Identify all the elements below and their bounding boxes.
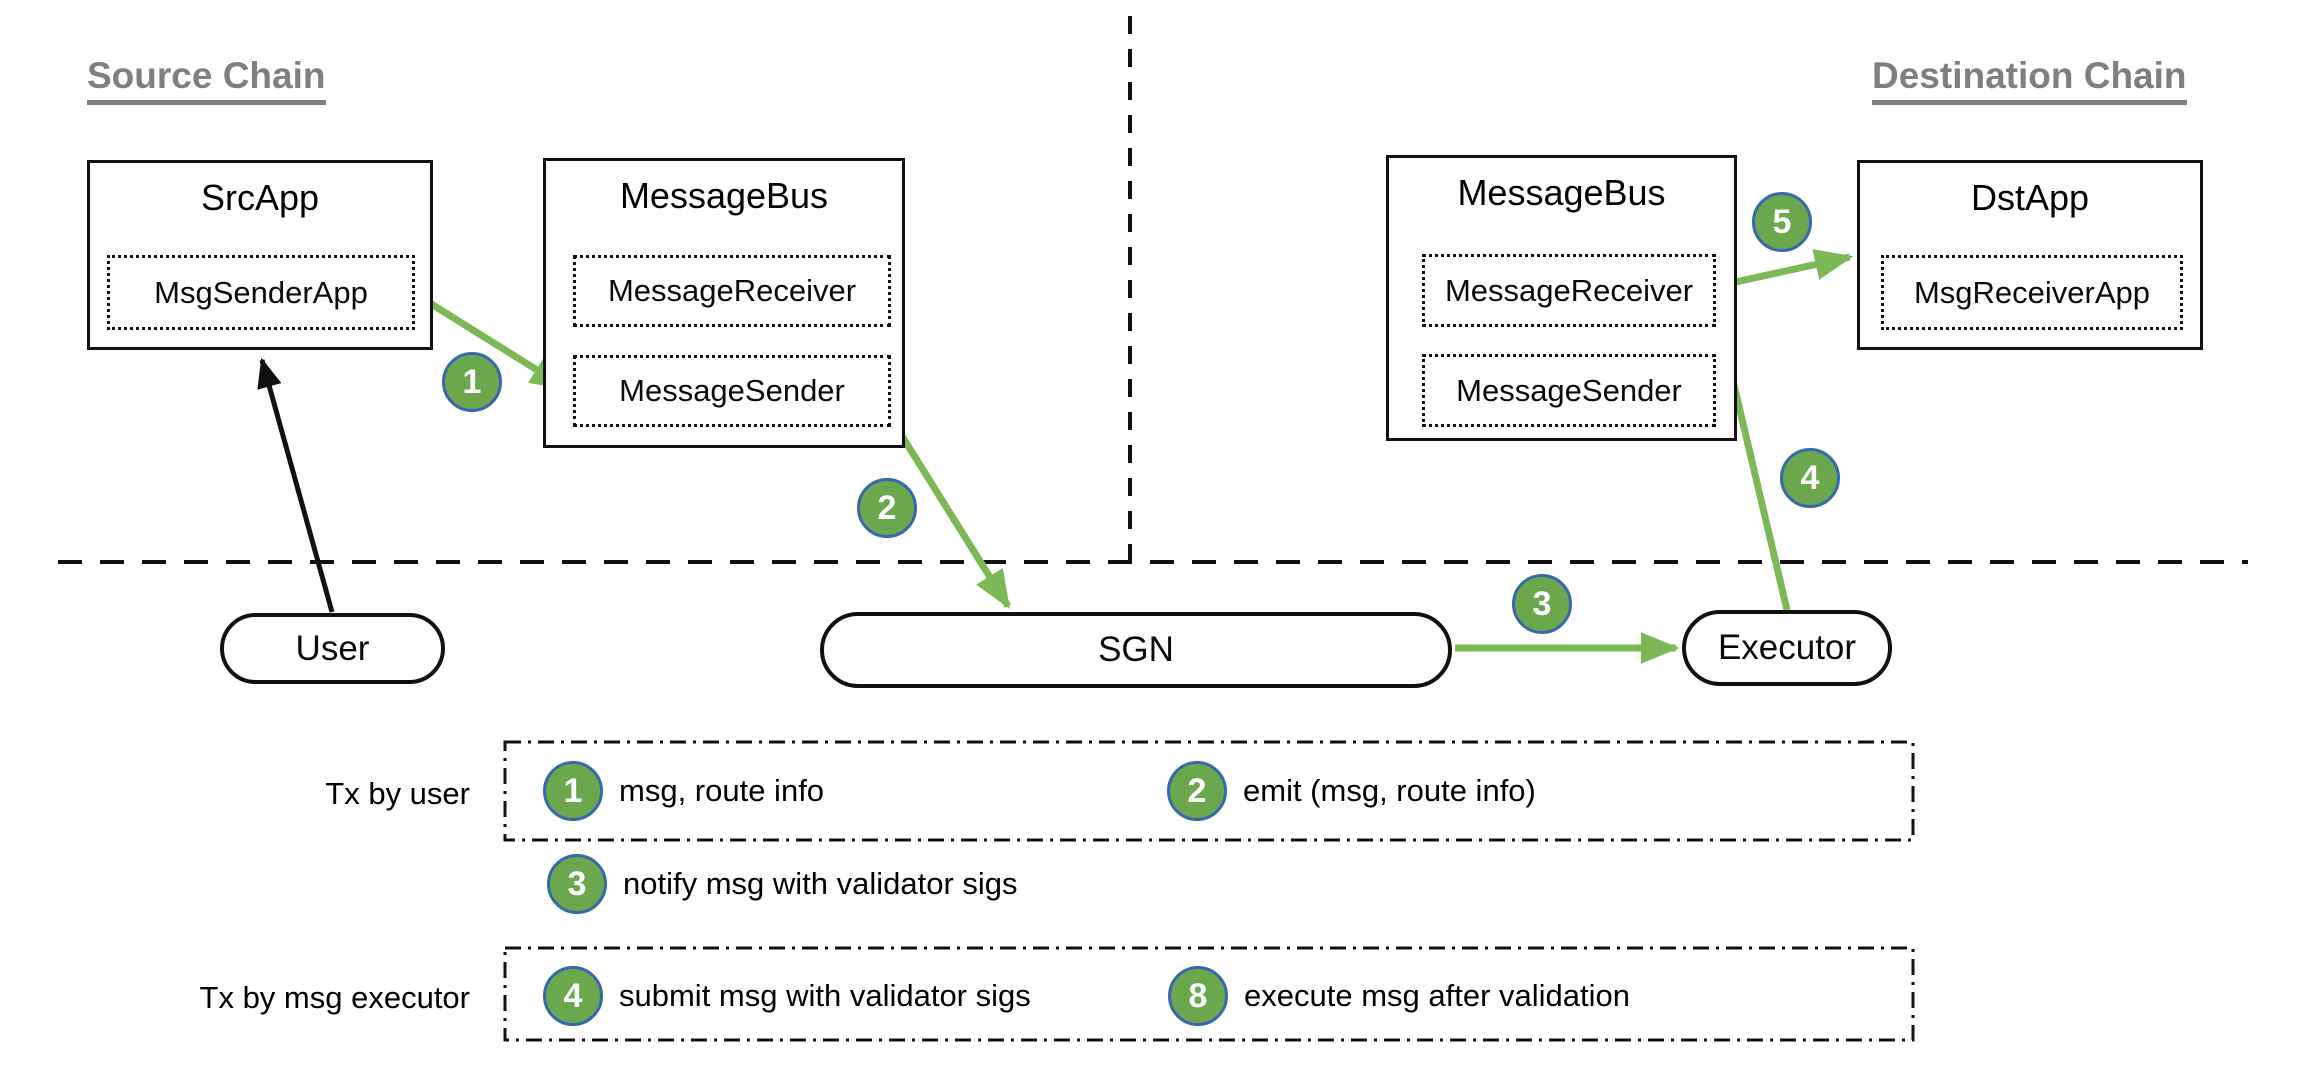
legend-item-3: 3 notify msg with validator sigs: [547, 854, 1018, 914]
step3-badge: 3: [1512, 574, 1572, 634]
sgn-node: SGN: [820, 612, 1452, 688]
message-sender-source-box: MessageSender: [573, 355, 891, 427]
dst-app-title: DstApp: [1970, 177, 2090, 218]
step2-badge: 2: [857, 478, 917, 538]
message-receiver-destination-box: MessageReceiver: [1422, 254, 1716, 327]
message-bus-source-box: MessageBus MessageReceiver MessageSender: [543, 158, 905, 448]
legend-item-1: 1 msg, route info: [543, 761, 824, 821]
destination-chain-header: Destination Chain: [1872, 55, 2187, 105]
legend-text-4: submit msg with validator sigs: [619, 978, 1031, 1013]
legend-badge-8: 8: [1168, 966, 1228, 1026]
legend-box-tx-by-user: [503, 740, 1915, 842]
legend-text-3: notify msg with validator sigs: [623, 866, 1018, 901]
arrow-step1-msgsenderapp-to-messagesender: [410, 289, 569, 391]
legend-box-tx-by-msg-executor: [503, 946, 1915, 1042]
legend-badge-4: 4: [543, 966, 603, 1026]
legend-text-1: msg, route info: [619, 773, 825, 808]
message-bus-destination-box: MessageBus MessageReceiver MessageSender: [1386, 155, 1737, 441]
dst-app-box: DstApp MsgReceiverApp: [1857, 160, 2203, 350]
legend-item-8: 8 execute msg after validation: [1168, 966, 1630, 1026]
executor-node: Executor: [1682, 610, 1892, 686]
step1-badge: 1: [442, 352, 502, 412]
legend-item-2: 2 emit (msg, route info): [1167, 761, 1536, 821]
legend-text-2: emit (msg, route info): [1243, 773, 1536, 808]
source-chain-header: Source Chain: [87, 55, 326, 105]
user-node: User: [220, 613, 445, 684]
message-sender-destination-box: MessageSender: [1422, 354, 1716, 427]
message-bus-source-title: MessageBus: [619, 175, 829, 216]
message-receiver-source-box: MessageReceiver: [573, 255, 891, 327]
legend-text-8: execute msg after validation: [1244, 978, 1630, 1013]
legend-item-4: 4 submit msg with validator sigs: [543, 966, 1031, 1026]
step5-badge: 5: [1752, 192, 1812, 252]
msg-receiver-app-box: MsgReceiverApp: [1881, 255, 2183, 330]
src-app-box: SrcApp MsgSenderApp: [87, 160, 433, 350]
legend-badge-3: 3: [547, 854, 607, 914]
src-app-title: SrcApp: [200, 177, 320, 218]
step4-badge: 4: [1780, 448, 1840, 508]
msg-sender-app-box: MsgSenderApp: [107, 255, 415, 330]
legend-label-tx-by-msg-executor: Tx by msg executor: [199, 980, 470, 1015]
message-bus-destination-title: MessageBus: [1457, 172, 1666, 213]
legend-badge-1: 1: [543, 761, 603, 821]
legend-label-tx-by-user: Tx by user: [325, 776, 470, 811]
arrow-user-to-srcapp: [257, 357, 335, 613]
legend-badge-2: 2: [1167, 761, 1227, 821]
